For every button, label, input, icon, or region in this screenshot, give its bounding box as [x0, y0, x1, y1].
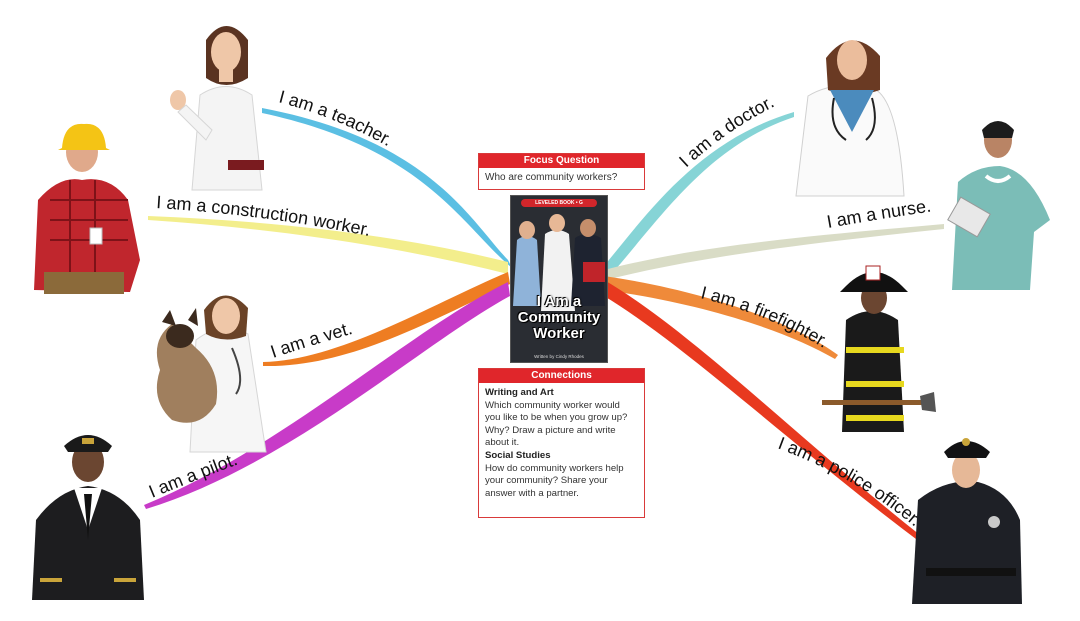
- book-cover-photo: [511, 196, 607, 362]
- writing-art-title: Writing and Art: [485, 387, 554, 398]
- construction-worker-figure: [34, 123, 140, 294]
- book-author: Written by Cindy Rhodes: [534, 354, 584, 359]
- connections-header: Connections: [479, 369, 644, 383]
- connections-panel: Connections Writing and Art Which commun…: [478, 368, 645, 518]
- branch-construction: [148, 216, 508, 274]
- social-studies-title: Social Studies: [485, 449, 551, 461]
- branch-nurse-stroke: [604, 224, 944, 280]
- social-studies-text: How do community workers help your commu…: [485, 462, 624, 499]
- branch-police: [604, 280, 920, 539]
- book-series-band: LEVELED BOOK • G: [521, 199, 597, 207]
- connections-body: Writing and Art Which community worker w…: [479, 383, 644, 504]
- label-firefighter: I am a firefighter.: [699, 282, 832, 351]
- branch-firefighter-stroke: [604, 276, 838, 359]
- branch-police-stroke: [604, 280, 920, 539]
- police-officer-figure: [912, 438, 1022, 604]
- focus-question-panel: Focus Question Who are community workers…: [478, 153, 645, 190]
- nurse-figure: [947, 121, 1050, 290]
- label-police: I am a police officer.: [776, 433, 926, 530]
- focus-question-text: Who are community workers?: [485, 172, 618, 183]
- teacher-figure: [170, 26, 264, 191]
- firefighter-figure: [822, 265, 936, 432]
- book-title-line2: Community: [517, 309, 601, 326]
- branch-pilot-stroke: [144, 282, 510, 509]
- book-cover: LEVELED BOOK • G I Am a Community Worker…: [510, 195, 608, 363]
- pilot-figure: [32, 435, 144, 600]
- branch-pilot: [144, 282, 510, 509]
- writing-art-text: Which community worker would you like to…: [485, 399, 628, 449]
- book-title-line1: I Am a: [536, 293, 582, 310]
- label-construction: I am a construction worker.: [156, 192, 373, 240]
- label-doctor: I am a doctor.: [675, 92, 777, 171]
- branch-construction-stroke: [148, 216, 508, 274]
- focus-question-header: Focus Question: [479, 154, 644, 168]
- vet-figure: [156, 295, 267, 453]
- book-title-line3: Worker: [533, 325, 585, 342]
- branch-firefighter: [604, 276, 838, 359]
- doctor-figure: [795, 40, 905, 197]
- book-title: I Am a Community Worker: [511, 294, 607, 342]
- branch-nurse: [604, 224, 944, 280]
